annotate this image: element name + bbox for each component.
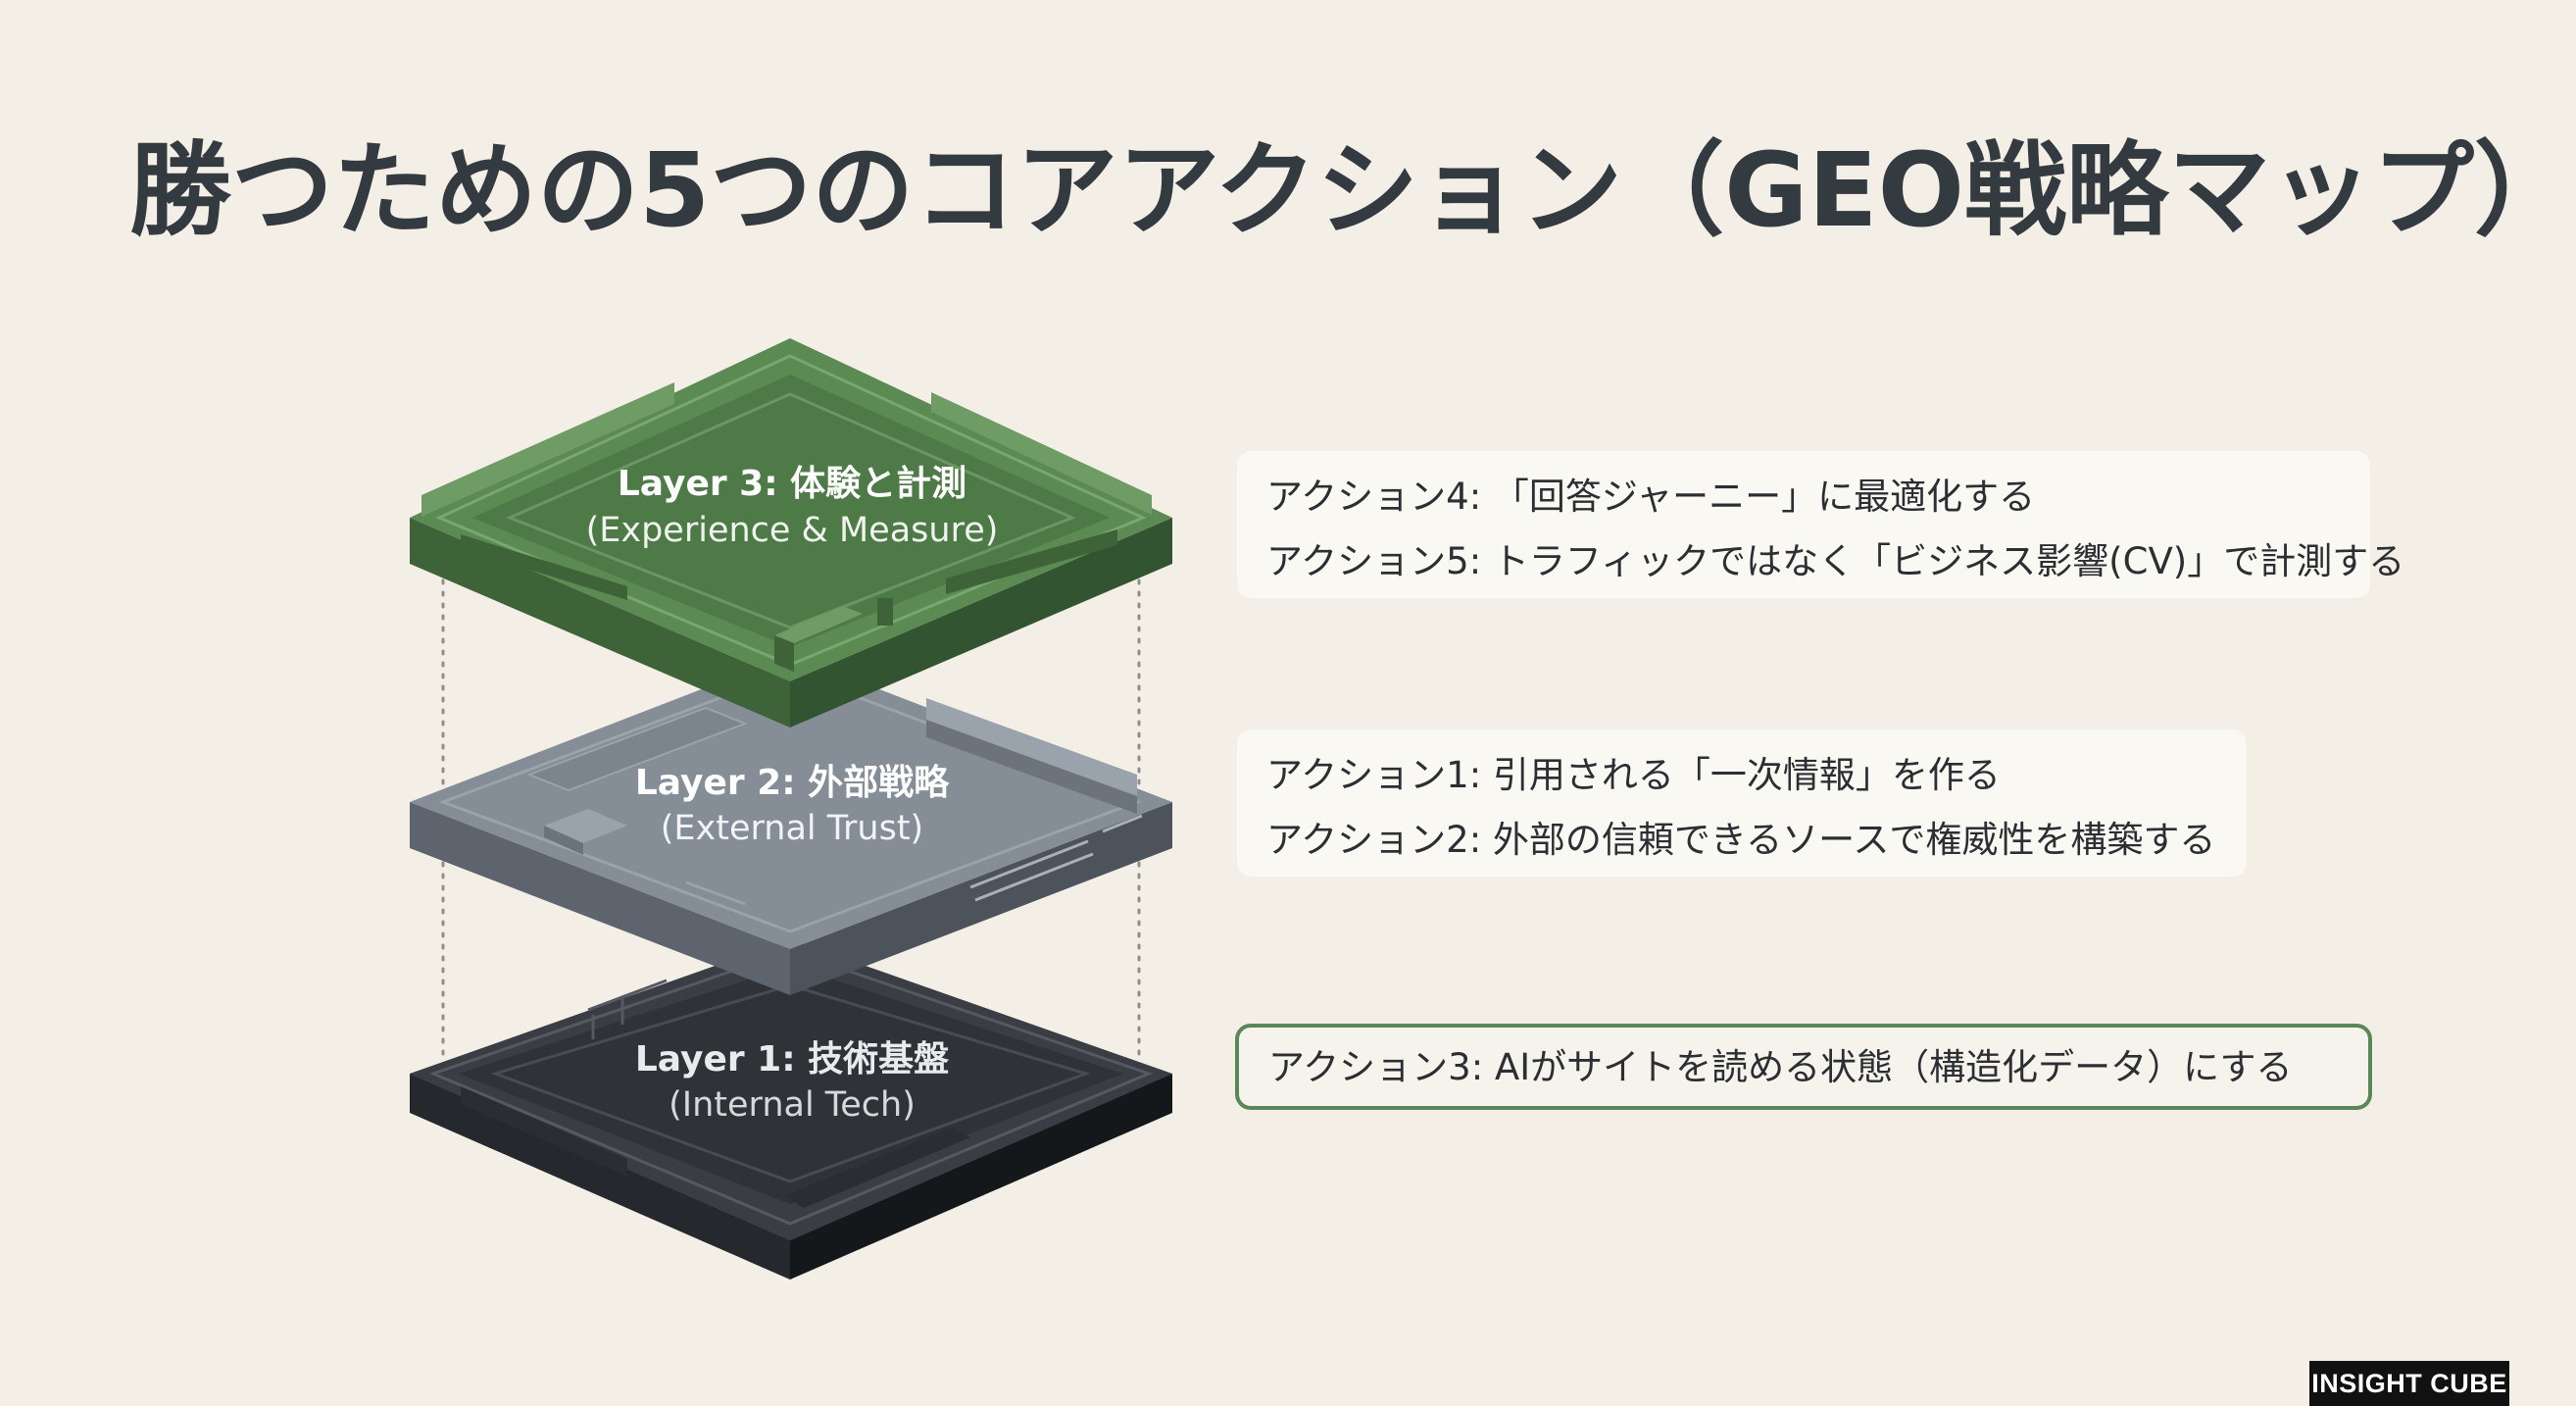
layer-2-subtitle: (External Trust) [661, 809, 923, 848]
page-title: 勝つための5つのコアアクション（GEO戦略マップ） [129, 130, 2576, 250]
layer-2-title: Layer 2: 外部戦略 [635, 763, 950, 803]
layer-1-subtitle: (Internal Tech) [669, 1085, 916, 1125]
brand-logo-badge: INSIGHT CUBE [2309, 1361, 2509, 1406]
layer-3-subtitle: (Experience & Measure) [586, 511, 999, 550]
layer-1-title: Layer 1: 技術基盤 [635, 1039, 949, 1080]
layer-2-actions-box: アクション1: 引用される「一次情報」を作る アクション2: 外部の信頼できるソ… [1237, 729, 2247, 877]
dotted-guide-lines [441, 567, 1141, 1056]
layer-3-title: Layer 3: 体験と計測 [618, 464, 966, 504]
action-3-text: アクション3: AIがサイトを読める状態（構造化データ）にする [1268, 1046, 2293, 1088]
action-5-text: アクション5: トラフィックではなく「ビジネス影響(CV)」で計測する [1266, 540, 2405, 582]
action-4-text: アクション4: 「回答ジャーニー」に最適化する [1266, 476, 2036, 518]
layer-3-actions-box: アクション4: 「回答ジャーニー」に最適化する アクション5: トラフィックでは… [1237, 451, 2405, 598]
action-2-text: アクション2: 外部の信頼できるソースで権威性を構築する [1266, 819, 2216, 861]
layer-1-plate [410, 939, 1172, 1280]
layer-1-actions-box: アクション3: AIがサイトを読める状態（構造化データ）にする [1235, 1024, 2372, 1110]
layer-stack-diagram: Layer 1: 技術基盤 (Internal Tech) Layer 2: 外… [410, 338, 1172, 1280]
action-1-text: アクション1: 引用される「一次情報」を作る [1266, 754, 2001, 796]
layer-3-plate [410, 338, 1172, 728]
layer-2-plate [410, 655, 1172, 995]
